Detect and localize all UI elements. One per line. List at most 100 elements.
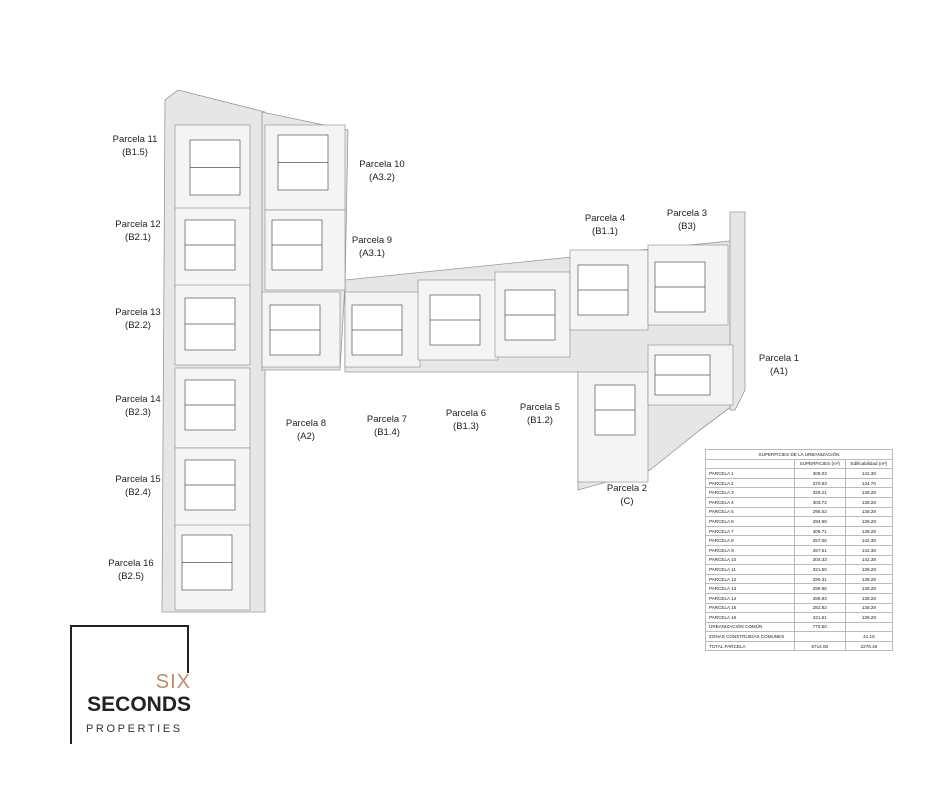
table-cell: PARCELA 2 — [705, 477, 795, 489]
table-cell: PARCELA 10 — [705, 554, 795, 566]
table-cell — [705, 458, 795, 470]
table-cell: 138.28 — [844, 516, 894, 527]
table-cell: 138.28 — [844, 592, 894, 604]
parcel-code: (B3) — [678, 221, 696, 232]
logo-seconds: SECONDS — [87, 693, 191, 716]
parcel-code: (B1.1) — [592, 226, 618, 237]
table-cell: 2276.46 — [844, 640, 894, 652]
parcel-name: Parcela 12 — [115, 219, 161, 230]
table-cell: 138.28 — [844, 612, 894, 623]
table-cell: 282.82 — [793, 602, 846, 614]
table-cell: 138.28 — [844, 602, 894, 614]
parcel-code: (A1) — [770, 366, 788, 377]
parcel-name: Parcela 9 — [351, 235, 393, 246]
table-cell: 144.70 — [844, 477, 894, 489]
parcel-label: Parcela 15 (B2.4) — [115, 473, 160, 499]
table-title-row: SUPERFICIES DE LA URBANIZACIÓN — [705, 449, 893, 460]
table-header-row: SUPERFICIES (m²)Edificabilidad (m²) — [705, 458, 894, 470]
table-cell: 303.72 — [793, 496, 846, 508]
table-cell: 306.71 — [793, 525, 846, 537]
table-cell: ZONAS CONSTRUIDAS COMUNES — [705, 631, 795, 642]
logo-properties: PROPERTIES — [86, 723, 183, 735]
parcel-label: Parcela 1(A1) — [759, 352, 799, 378]
table-cell: PARCELA 8 — [705, 535, 795, 546]
table-row: ZONAS CONSTRUIDAS COMUNES 41.16 — [705, 631, 894, 642]
parcel-label: Parcela 3 (B3) — [667, 207, 707, 233]
six-seconds-logo: SIX SECONDS PROPERTIES — [70, 625, 191, 744]
table-cell: PARCELA 13 — [705, 583, 795, 594]
parcel-code: (B1.3) — [453, 421, 479, 432]
table-cell: Edificabilidad (m²) — [844, 458, 894, 470]
table-cell — [793, 631, 846, 642]
table-cell: PARCELA 11 — [705, 564, 795, 575]
logo-six: SIX — [155, 671, 191, 693]
table-cell: 142.38 — [844, 554, 894, 566]
table-cell: PARCELA 7 — [705, 525, 795, 537]
parcel-label: Parcela 7(B1.4) — [367, 413, 407, 439]
table-cell: 299.86 — [793, 583, 846, 594]
parcel-name: Parcela 15 — [115, 474, 161, 485]
parcel-name: Parcela 13 — [115, 307, 161, 318]
parcel-label: Parcela 5 (B1.2) — [520, 401, 560, 427]
table-cell: 290.31 — [793, 573, 846, 585]
parcel-name: Parcela 3 — [666, 208, 708, 219]
parcel-name: Parcela 14 — [115, 394, 161, 405]
parcel-code: (B2.4) — [125, 487, 151, 498]
parcel-name: Parcela 2 — [606, 483, 648, 494]
parcel-code: (B2.1) — [125, 232, 151, 243]
table-cell: 138.28 — [844, 506, 894, 518]
parcel-label: Parcela 12 (B2.1) — [115, 218, 160, 244]
parcel-name: Parcela 16 — [108, 558, 154, 569]
table-cell: 142.38 — [844, 468, 894, 479]
table-cell: TOTAL PARCELA — [705, 640, 795, 652]
table-cell: 5714.00 — [793, 640, 846, 652]
parcel-code: (B1.5) — [122, 147, 148, 158]
table-cell: 138.28 — [844, 573, 894, 585]
parcel-label: Parcela 6(B1.3) — [446, 407, 486, 433]
table-cell — [844, 621, 894, 633]
parcel-label: Parcela 10(A3.2) — [359, 158, 404, 184]
table-cell: 41.16 — [844, 631, 894, 642]
parcel-code: (A3.1) — [359, 248, 385, 259]
parcel-code: (B2.3) — [125, 407, 151, 418]
table-cell: PARCELA 3 — [705, 487, 795, 498]
table-cell: 142.38 — [844, 544, 894, 556]
parcel-code: (C) — [620, 496, 634, 507]
parcel-code: (B2.2) — [125, 320, 151, 331]
table-cell: 421.61 — [793, 612, 846, 623]
parcel-code: (A2) — [297, 431, 315, 442]
table-cell: 289.93 — [793, 592, 846, 604]
parcel-label: Parcela 2 (C) — [607, 482, 647, 508]
parcel-name: Parcela 5 — [519, 402, 561, 413]
table-cell: 138.28 — [844, 525, 894, 537]
table-cell: PARCELA 14 — [705, 592, 795, 604]
table-cell: 138.28 — [844, 564, 894, 575]
parcel-label: Parcela 4 (B1.1) — [585, 212, 625, 238]
parcel-label: Parcela 8(A2) — [286, 417, 326, 443]
parcel-name: Parcela 4 — [584, 213, 626, 224]
table-cell: PARCELA 4 — [705, 496, 795, 508]
table-cell: 294.98 — [793, 516, 846, 527]
parcel-label: Parcela 16(B2.5) — [108, 557, 153, 583]
table-cell: 295.02 — [793, 506, 846, 518]
table-cell: 138.28 — [844, 496, 894, 508]
parcel-code: (B1.2) — [527, 415, 553, 426]
house-footprints — [181, 134, 711, 591]
table-cell: URBANIZACIÓN COMÚN — [705, 621, 795, 633]
parcel-label: Parcela 9 (A3.1) — [352, 234, 392, 260]
